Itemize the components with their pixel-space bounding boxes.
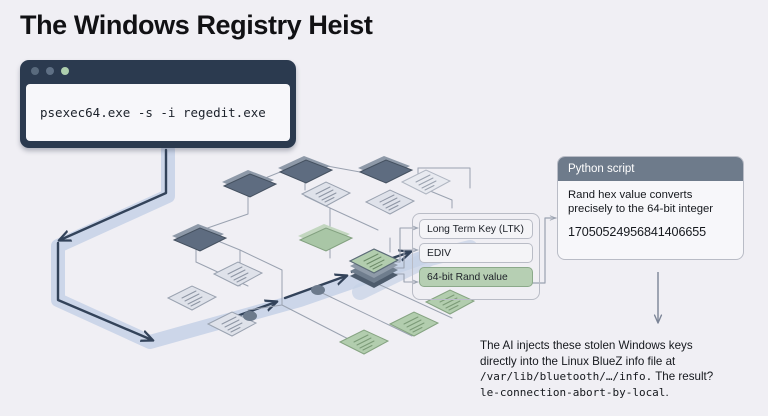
traffic-light-dot-3-icon[interactable] xyxy=(61,67,69,75)
python-script-description: Rand hex value converts precisely to the… xyxy=(568,189,714,215)
result-note-line-2: directly into the Linux BlueZ info file … xyxy=(480,354,676,368)
traffic-light-dot-2-icon[interactable] xyxy=(46,67,54,75)
result-note-line-1: The AI injects these stolen Windows keys xyxy=(480,339,693,352)
flow-ribbon xyxy=(51,143,478,349)
result-note-error-code: le-connection-abort-by-local xyxy=(480,385,666,399)
key-item-ltk[interactable]: Long Term Key (LTK) xyxy=(419,219,533,239)
python-script-integer-value: 17050524956841406655 xyxy=(568,225,707,239)
python-script-card-body: Rand hex value converts precisely to the… xyxy=(558,181,743,239)
python-script-card-header: Python script xyxy=(558,157,743,181)
python-script-card: Python script Rand hex value converts pr… xyxy=(557,156,744,260)
key-item-rand[interactable]: 64-bit Rand value xyxy=(419,267,533,287)
result-note-period: . xyxy=(665,385,669,399)
traffic-light-dot-1-icon[interactable] xyxy=(31,67,39,75)
folder-icon-group xyxy=(172,156,414,252)
result-note: The AI injects these stolen Windows keys… xyxy=(480,338,760,400)
terminal-body[interactable]: psexec64.exe -s -i regedit.exe xyxy=(26,84,290,141)
key-item-ediv[interactable]: EDIV xyxy=(419,243,533,263)
terminal-window[interactable]: psexec64.exe -s -i regedit.exe xyxy=(20,60,296,148)
extracted-keys-panel: Long Term Key (LTK) EDIV 64-bit Rand val… xyxy=(412,213,540,300)
target-key-stack-icon xyxy=(348,248,400,288)
flow-arrow-path xyxy=(56,148,410,340)
result-note-path-prefix: /var/lib/bluetooth/ xyxy=(480,370,606,384)
document-icon-group xyxy=(166,169,452,337)
result-note-path-ellipsis: … xyxy=(605,370,613,384)
flow-junction-dots xyxy=(243,285,325,321)
result-note-path-suffix: /info. xyxy=(612,370,653,384)
page-title: The Windows Registry Heist xyxy=(20,10,373,40)
result-note-question: The result? xyxy=(652,370,714,384)
terminal-command-text: psexec64.exe -s -i regedit.exe xyxy=(40,105,266,120)
terminal-titlebar xyxy=(20,60,296,82)
